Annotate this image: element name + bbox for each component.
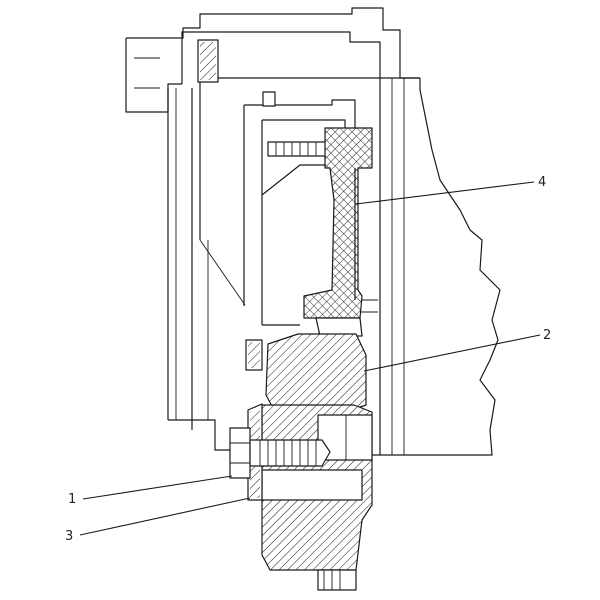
part-2-gear xyxy=(265,333,367,411)
leader-4 xyxy=(355,181,535,205)
inner-cover xyxy=(243,91,356,326)
leader-3 xyxy=(79,497,251,536)
outer-housing xyxy=(125,7,420,451)
leader-2 xyxy=(363,334,541,372)
seal-ring xyxy=(245,317,363,371)
leader-lines xyxy=(79,181,541,536)
leader-1 xyxy=(82,475,233,500)
upper-bolt xyxy=(267,141,331,157)
top-bracket xyxy=(197,39,219,83)
callout-3: 3 xyxy=(65,529,73,544)
part-1-bolt xyxy=(229,427,331,479)
callout-2: 2 xyxy=(543,328,551,343)
callout-4: 4 xyxy=(538,175,546,190)
lower-hub xyxy=(261,404,373,591)
callout-1: 1 xyxy=(68,492,76,507)
engine-block xyxy=(360,78,501,456)
